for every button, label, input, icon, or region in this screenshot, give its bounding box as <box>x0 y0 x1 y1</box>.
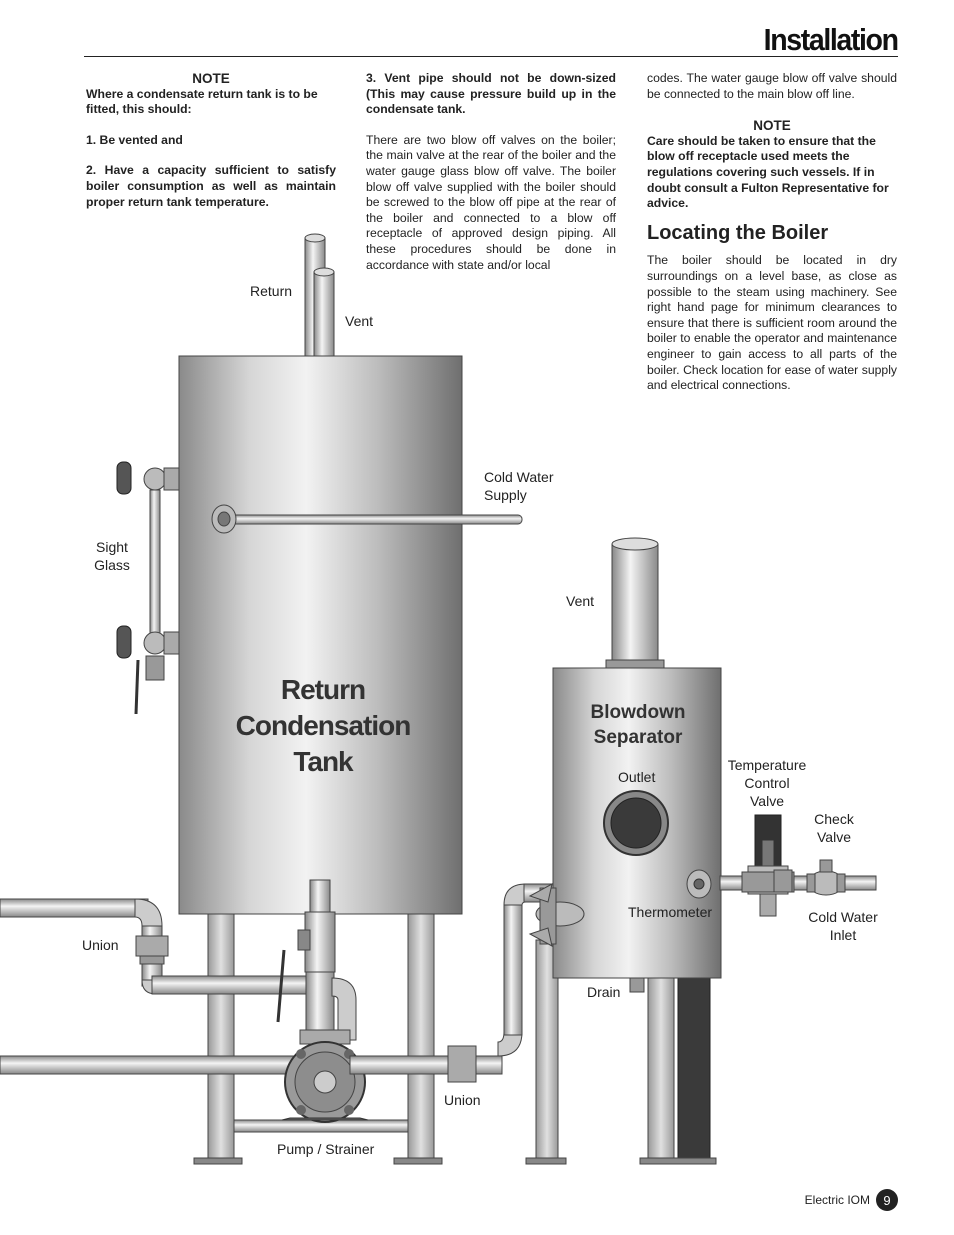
page-number: 9 <box>876 1189 898 1211</box>
label-cold-water-inlet: Cold Water Inlet <box>808 909 878 943</box>
pump-strainer <box>276 879 369 1123</box>
blow-off-paragraph: There are two blow off valves on the boi… <box>366 132 616 272</box>
sight-glass <box>116 461 180 715</box>
tank-title-line-2: Condensation <box>235 710 412 741</box>
footer-doc-name: Electric IOM <box>804 1193 870 1207</box>
locating-heading: Locating the Boiler <box>647 221 829 244</box>
section-title: Installation <box>764 22 899 57</box>
locating-paragraph: The boiler should be located in dry surr… <box>647 253 897 393</box>
label-vent-separator: Vent <box>566 593 595 609</box>
tank-title-line-1: Return <box>280 674 366 705</box>
drain-fitting <box>629 977 645 993</box>
left-lower-pipe <box>0 1055 297 1075</box>
tank-title: Return Condensation Tank <box>208 672 438 780</box>
note-heading: NOTE <box>192 71 230 86</box>
note-heading-2: NOTE <box>753 118 791 134</box>
tank-title-line-3: Tank <box>293 746 353 777</box>
label-union-bottom: Union <box>444 1092 481 1108</box>
label-vent-tank: Vent <box>345 313 374 329</box>
column-3: codes. The water gauge blow off valve sh… <box>647 71 897 394</box>
note-text-2: Care should be taken to ensure that the … <box>647 133 889 211</box>
column-2: 3. Vent pipe should not be down-sized (T… <box>366 71 616 273</box>
page-footer: Electric IOM 9 <box>805 1189 898 1211</box>
column-1: NOTE Where a condensate return tank is t… <box>86 71 336 210</box>
inlet-flange <box>528 883 585 947</box>
separator-vent-pipe <box>611 543 659 667</box>
label-thermometer: Thermometer <box>628 904 713 920</box>
pump-outlet-pipe <box>349 1055 503 1075</box>
label-sight-glass: Sight Glass <box>94 539 130 573</box>
note-item-3: 3. Vent pipe should not be down-sized (T… <box>366 71 616 117</box>
separator-title-line-1: Blowdown <box>590 702 686 723</box>
left-upper-pipe <box>0 898 149 918</box>
label-outlet: Outlet <box>618 769 656 785</box>
label-drain: Drain <box>587 984 621 1000</box>
cold-water-supply-pipe <box>225 514 523 525</box>
union-bottom-fitting <box>447 1045 477 1083</box>
label-return: Return <box>250 283 293 299</box>
codes-paragraph: codes. The water gauge blow off valve sh… <box>647 71 897 101</box>
vent-pipe <box>313 271 335 359</box>
label-union-left: Union <box>82 937 119 953</box>
return-condensation-tank <box>178 355 463 915</box>
separator-title-line-2: Separator <box>593 727 683 748</box>
union-left-fitting <box>135 935 169 957</box>
note-intro: Where a condensate return tank is to be … <box>86 86 318 117</box>
label-check-valve: Check Valve <box>814 811 854 845</box>
label-cold-water-supply: Cold Water Supply <box>484 469 554 503</box>
label-temperature-control-valve: Temperature Control Valve <box>727 757 807 809</box>
note-item-2: 2. Have a capacity sufficient to satisfy… <box>86 163 336 209</box>
separator-title: Blowdown Separator <box>568 700 708 750</box>
label-pump-strainer: Pump / Strainer <box>277 1141 375 1157</box>
header-rule <box>84 56 898 57</box>
note-item-1: 1. Be vented and <box>86 132 183 147</box>
check-valve <box>806 859 846 896</box>
